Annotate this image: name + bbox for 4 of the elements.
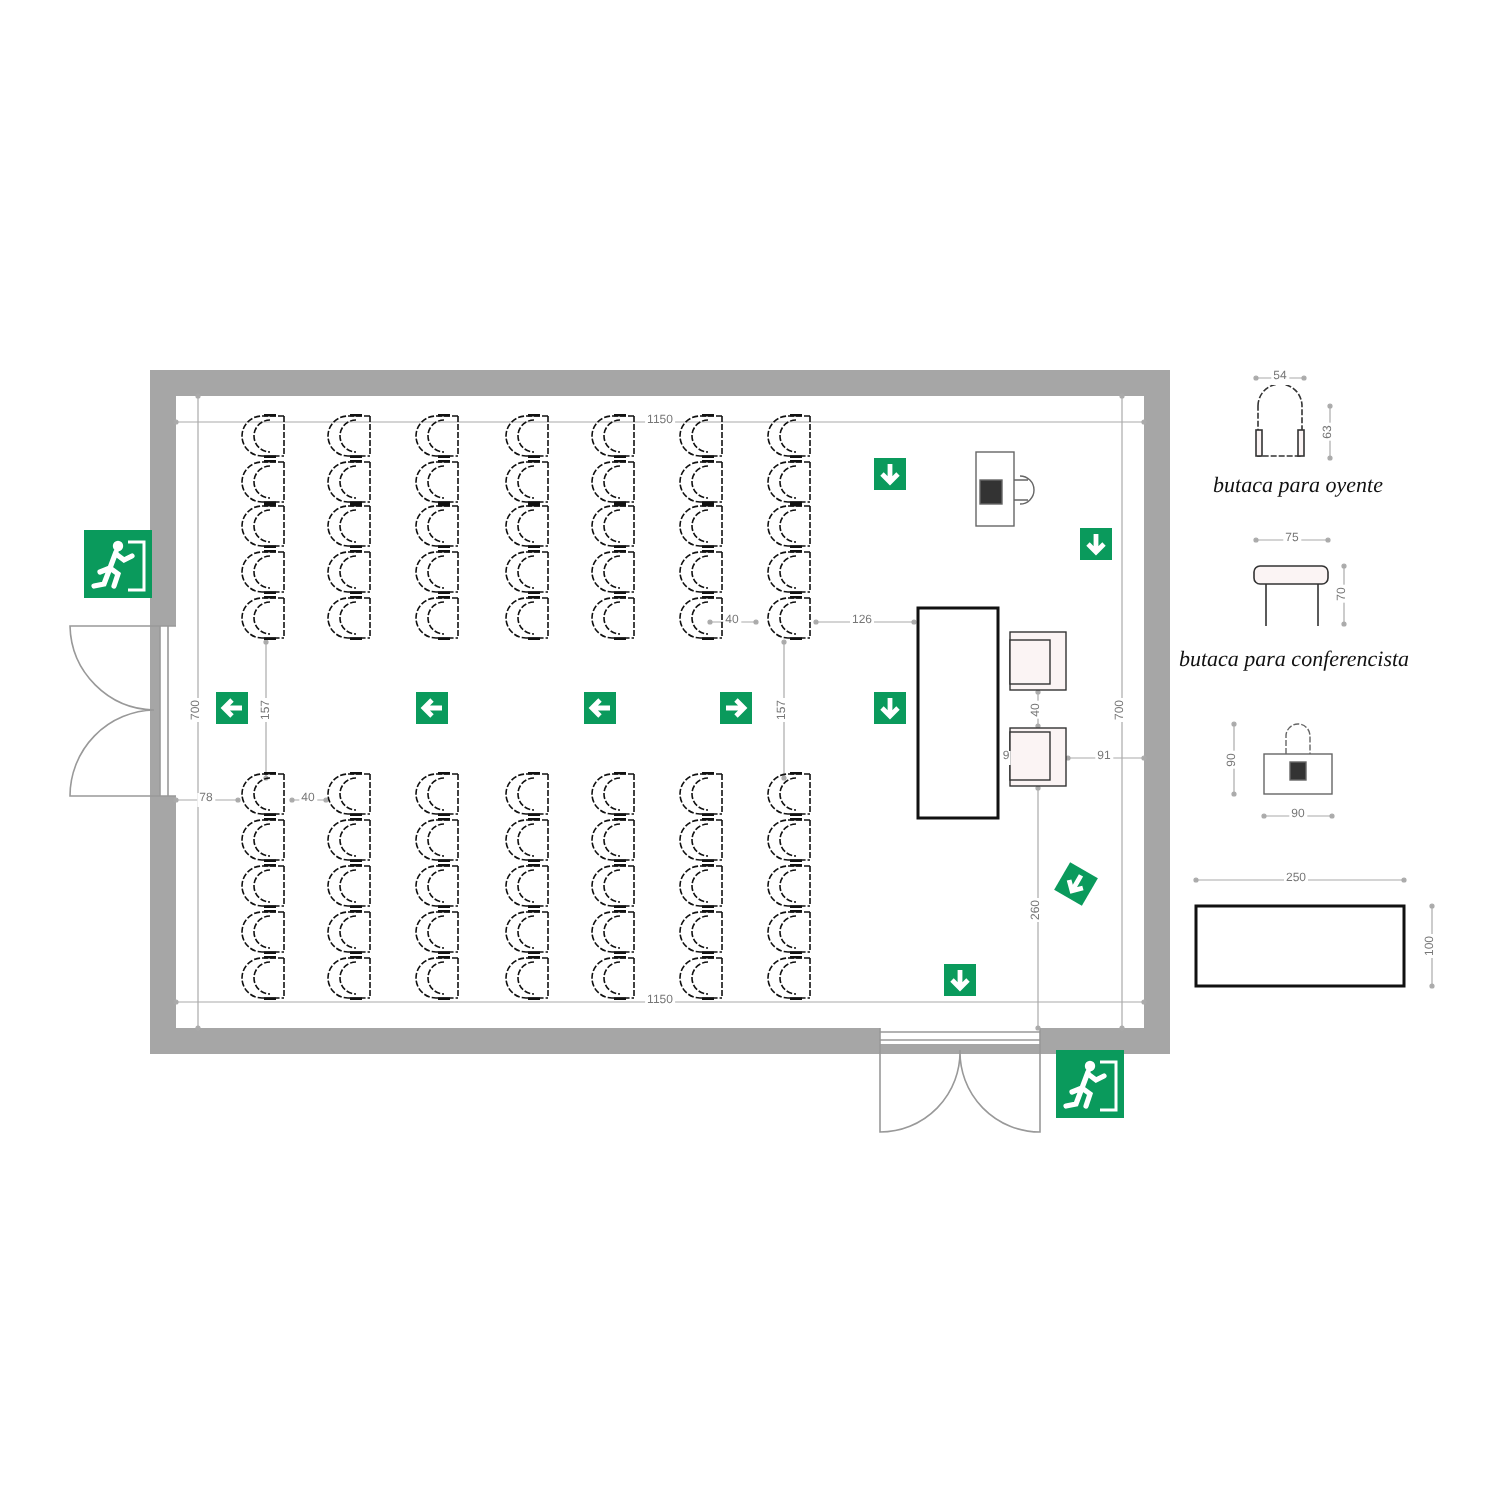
caption: butaca para oyente: [1213, 474, 1383, 498]
table: [1194, 904, 1406, 988]
caption: butaca para conferencista: [1178, 648, 1410, 672]
table: [916, 606, 1000, 820]
